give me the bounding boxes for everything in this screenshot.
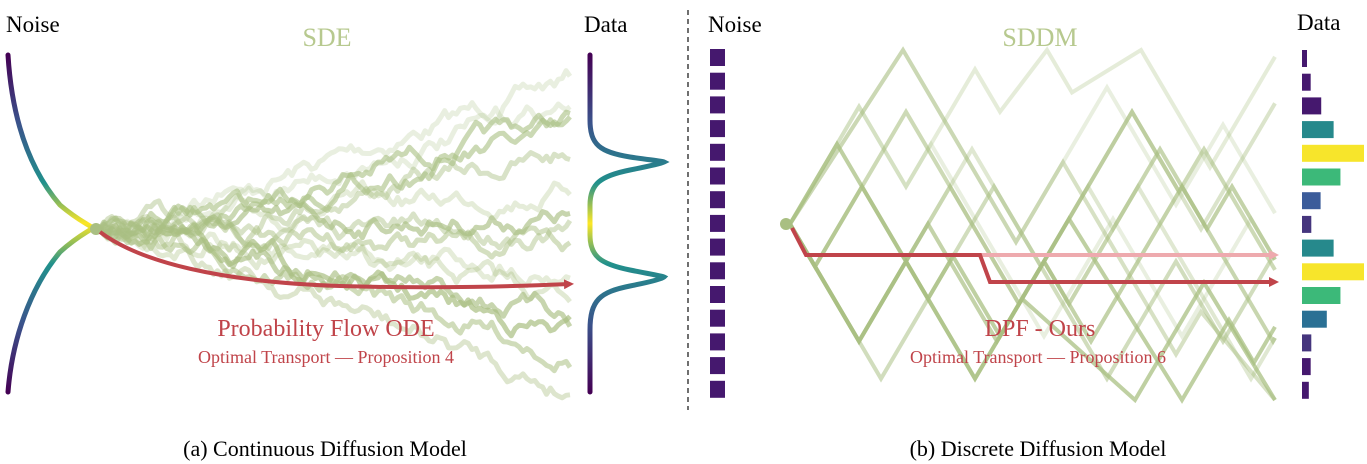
sddm-path bbox=[788, 222, 1277, 404]
histogram-bar bbox=[1302, 144, 1364, 162]
sddm-path bbox=[788, 107, 1277, 308]
panel-b-caption: (b) Discrete Diffusion Model bbox=[910, 436, 1167, 461]
sde-path bbox=[98, 101, 572, 244]
histogram-bar bbox=[1302, 73, 1311, 91]
histogram-bar bbox=[1302, 381, 1309, 399]
panel-a-optimal-transport-subtitle: Optimal Transport — Proposition 4 bbox=[198, 347, 454, 367]
noise-block bbox=[710, 262, 725, 280]
histogram-bar bbox=[1302, 168, 1341, 186]
noise-gaussian-curve bbox=[5, 52, 95, 395]
histogram-bar bbox=[1302, 50, 1307, 67]
sde-path bbox=[98, 214, 571, 401]
noise-block bbox=[710, 72, 725, 90]
noise-block bbox=[710, 357, 725, 375]
histogram-bar bbox=[1302, 215, 1312, 233]
sde-path bbox=[98, 211, 573, 252]
panel-a: Noise Data SDE Probability Flow ODE Opti… bbox=[5, 12, 670, 461]
dpf-title: DPF - Ours bbox=[985, 316, 1096, 342]
panel-a-data-label: Data bbox=[584, 12, 627, 37]
histogram-bar bbox=[1302, 239, 1334, 257]
noise-block bbox=[710, 143, 725, 161]
sde-path bbox=[98, 223, 573, 328]
histogram-bar bbox=[1302, 310, 1327, 328]
histogram-bar bbox=[1302, 287, 1341, 304]
panel-a-caption: (a) Continuous Diffusion Model bbox=[183, 436, 467, 461]
sde-path bbox=[99, 225, 572, 304]
histogram-bar bbox=[1302, 121, 1334, 139]
sddm-path bbox=[788, 182, 1277, 383]
noise-block bbox=[710, 286, 725, 303]
noise-block bbox=[710, 214, 725, 232]
sddm-path bbox=[788, 46, 1277, 226]
panel-b-data-label: Data bbox=[1297, 10, 1340, 35]
noise-block bbox=[710, 238, 725, 256]
noise-blocks bbox=[710, 49, 725, 398]
panel-b: Noise Data SDDM DPF - Ours Optimal Trans… bbox=[708, 10, 1364, 461]
probability-flow-ode-arrow bbox=[98, 230, 574, 290]
noise-block bbox=[710, 120, 725, 138]
sde-path bbox=[98, 150, 571, 236]
data-bimodal-curve bbox=[587, 52, 670, 395]
data-histogram bbox=[1302, 50, 1364, 399]
noise-block bbox=[710, 167, 725, 185]
sddm-start-point bbox=[780, 218, 792, 230]
sddm-path bbox=[788, 46, 1277, 247]
noise-block bbox=[710, 380, 725, 398]
noise-block bbox=[710, 309, 725, 327]
noise-block bbox=[710, 191, 725, 209]
probability-flow-ode-title: Probability Flow ODE bbox=[217, 316, 434, 342]
sddm-path bbox=[788, 46, 1277, 402]
sddm-paths bbox=[788, 46, 1277, 404]
noise-block bbox=[710, 49, 725, 66]
histogram-bar bbox=[1302, 192, 1321, 210]
histogram-bar bbox=[1302, 97, 1322, 115]
panel-b-optimal-transport-subtitle: Optimal Transport — Proposition 6 bbox=[910, 347, 1166, 367]
sddm-label: SDDM bbox=[1002, 23, 1077, 52]
sde-label: SDE bbox=[302, 23, 351, 52]
histogram-bar bbox=[1302, 358, 1311, 376]
panel-b-noise-label: Noise bbox=[708, 12, 762, 37]
histogram-bar bbox=[1302, 263, 1364, 281]
histogram-bar bbox=[1302, 334, 1312, 352]
sde-start-point bbox=[90, 223, 102, 235]
dpf-arrow bbox=[790, 227, 1279, 287]
sde-path bbox=[97, 115, 572, 234]
panel-a-noise-label: Noise bbox=[6, 12, 60, 37]
sddm-path bbox=[788, 102, 1277, 341]
noise-block bbox=[710, 333, 725, 351]
noise-block bbox=[710, 96, 725, 114]
sde-paths bbox=[97, 68, 573, 401]
sde-path bbox=[97, 227, 573, 374]
sde-path bbox=[98, 109, 571, 239]
